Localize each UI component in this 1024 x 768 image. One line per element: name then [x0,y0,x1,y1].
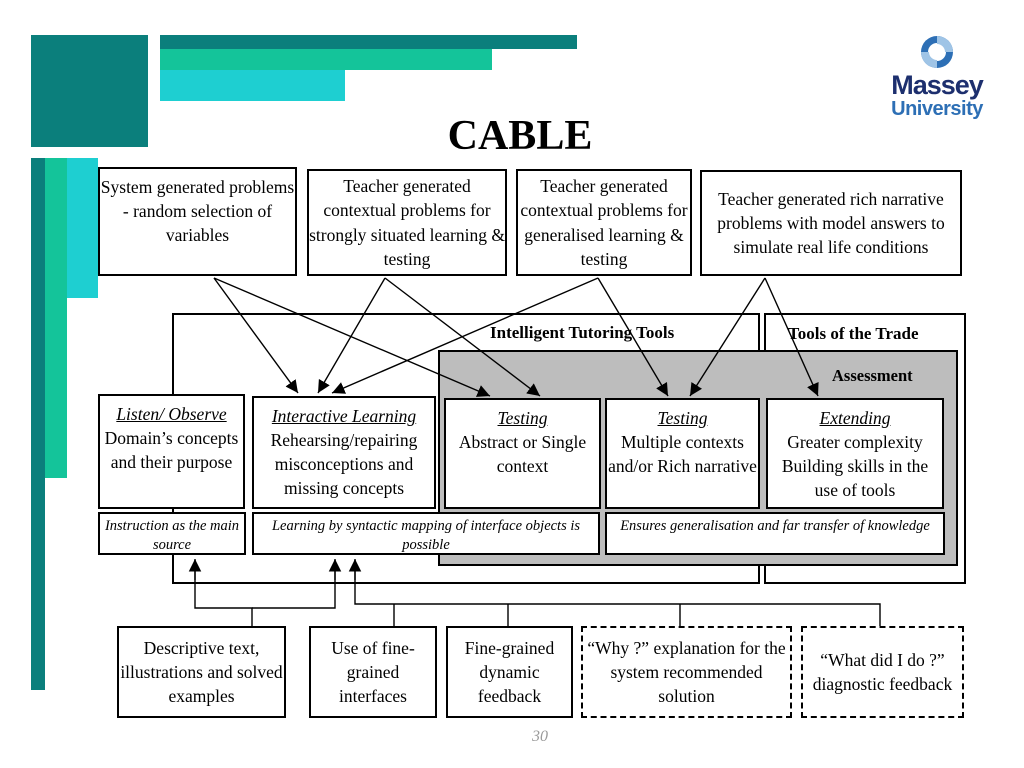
column-heading: Extending [819,408,891,428]
column-box-interactive: Interactive Learning Rehearsing/repairin… [252,396,436,509]
note-text: Instruction as the main source [104,518,240,553]
note-box-instruction: Instruction as the main source [98,512,246,555]
resource-text: “What did I do ?” diagnostic feedback [812,649,953,694]
trade-panel-title: Tools of the Trade [788,324,919,343]
decor-vbar-light [67,158,98,298]
source-box: Teacher generated rich narrative problem… [700,170,962,276]
resource-text: Fine-grained dynamic feedback [464,637,555,707]
source-box: Teacher generated contextual problems fo… [307,169,507,276]
resource-box-dashed: “Why ?” explanation for the system recom… [581,626,792,718]
column-box-listen: Listen/ Observe Domain’s concepts and th… [98,394,245,509]
decor-bar-top [160,35,577,49]
decor-square-dark [31,35,148,147]
resource-text: Descriptive text, illustrations and solv… [120,637,283,707]
massey-logo: Massey University [885,33,989,133]
source-text: Teacher generated rich narrative problem… [717,188,945,258]
decor-bar-low [160,70,345,101]
source-text: Teacher generated contextual problems fo… [309,176,505,269]
page-number: 30 [532,728,548,745]
source-text: System generated problems - random selec… [100,177,295,246]
column-body: Greater complexity Building skills in th… [781,432,929,501]
note-text: Ensures generalisation and far transfer … [620,518,930,534]
source-text: Teacher generated contextual problems fo… [520,176,688,269]
resource-box: Use of fine-grained interfaces [309,626,437,718]
source-box: Teacher generated contextual problems fo… [516,169,692,276]
itt-panel-title: Intelligent Tutoring Tools [490,323,675,342]
column-heading: Interactive Learning [271,406,417,426]
column-body: Rehearsing/repairing misconceptions and … [270,430,418,499]
note-box-learning: Learning by syntactic mapping of interfa… [252,512,600,555]
page-title: CABLE [447,113,593,159]
assessment-label: Assessment [832,366,913,385]
column-heading: Testing [657,408,708,428]
resource-text: Use of fine-grained interfaces [331,637,415,707]
logo-line1: Massey [891,70,984,100]
note-text: Learning by syntactic mapping of interfa… [271,518,581,553]
resource-box: Fine-grained dynamic feedback [446,626,573,718]
decor-bar-mid [160,49,492,70]
resource-text: “Why ?” explanation for the system recom… [587,637,786,707]
column-heading: Testing [497,408,548,428]
column-box-testing-multiple: Testing Multiple contexts and/or Rich na… [605,398,760,509]
decor-vbar-dark [31,158,45,690]
column-body: Abstract or Single context [458,432,587,477]
column-box-extending: Extending Greater complexity Building sk… [766,398,944,509]
column-body: Domain’s concepts and their purpose [104,428,239,473]
note-box-generalisation: Ensures generalisation and far transfer … [605,512,945,555]
column-heading: Listen/ Observe [116,404,227,424]
massey-swirl-icon [921,36,953,68]
resource-box: Descriptive text, illustrations and solv… [117,626,286,718]
resource-box-dashed: “What did I do ?” diagnostic feedback [801,626,964,718]
logo-line2: University [891,98,983,120]
column-body: Multiple contexts and/or Rich narrative [608,432,757,477]
source-box: System generated problems - random selec… [98,167,297,276]
column-box-testing-abstract: Testing Abstract or Single context [444,398,601,509]
decor-vbar-mid [45,158,67,478]
